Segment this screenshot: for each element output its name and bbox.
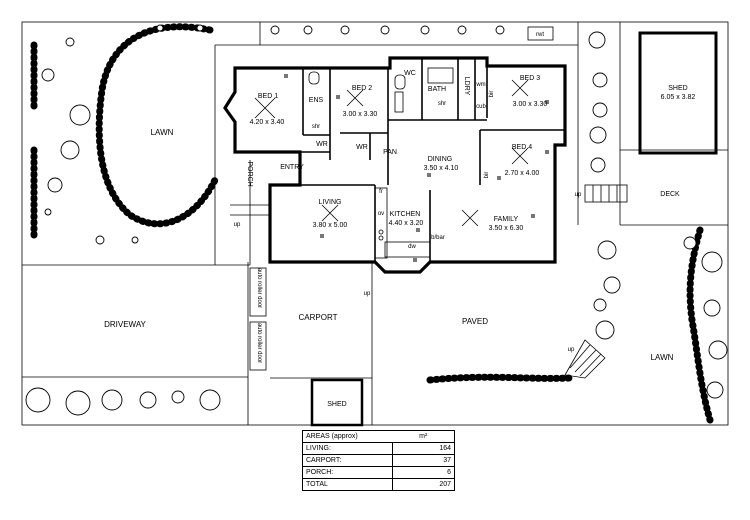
living-name: LIVING	[319, 199, 342, 206]
shed-large-name: SHED	[668, 85, 687, 92]
bir2-label: bir	[484, 172, 490, 179]
living-size: 3.80 x 5.00	[313, 222, 348, 229]
wm-label: wm	[475, 82, 485, 88]
trees	[25, 24, 728, 416]
pan-label: PAN	[383, 149, 397, 156]
up-label-3: up	[575, 192, 582, 198]
deck-label: DECK	[660, 191, 680, 198]
family-size: 3.50 x 6.30	[489, 225, 524, 232]
areas-row-porch: PORCH: 6	[302, 466, 455, 479]
areas-total-label: TOTAL	[302, 478, 393, 491]
roller-doors	[249, 267, 267, 371]
site-lines	[22, 22, 728, 425]
lawn-right-label: LAWN	[651, 353, 674, 362]
hedge-lawn-left	[95, 23, 219, 228]
areas-heading: AREAS (approx)	[306, 433, 358, 440]
areas-row-value: 6	[392, 466, 455, 479]
roller-door-2-label: auto roller door	[256, 323, 262, 363]
dining-size: 3.50 x 4.10	[424, 165, 459, 172]
porch-label: PORCH	[246, 161, 253, 186]
kitchen-size: 4.40 x 3.20	[389, 220, 424, 227]
family-name: FAMILY	[494, 216, 519, 223]
lawn-left-label: LAWN	[151, 128, 174, 137]
room-markers	[254, 74, 549, 262]
rainwater-tank	[527, 26, 554, 41]
paved-label: PAVED	[462, 317, 488, 326]
areas-row-label: PORCH:	[302, 466, 393, 479]
fixtures	[308, 67, 454, 113]
ens-label: ENS	[309, 97, 324, 104]
shr1-label: shr	[312, 124, 320, 130]
wc-label: WC	[404, 70, 416, 77]
roller-door-1-label: auto roller door	[256, 268, 262, 308]
bath-label: BATH	[428, 86, 446, 93]
up-label-1: up	[234, 222, 241, 228]
bbar-label: b/bar	[431, 235, 445, 241]
site-boundary	[21, 21, 729, 426]
up-label-4: up	[568, 347, 575, 353]
up-label-2: up	[364, 291, 371, 297]
wr1-label: WR	[316, 141, 328, 148]
entry-label: ENTRY	[280, 164, 304, 171]
bed3-name: BED 3	[520, 75, 540, 82]
areas-row-label: CARPORT:	[302, 454, 393, 467]
bed2-name: BED 2	[352, 85, 372, 92]
bed1-name: BED 1	[258, 93, 278, 100]
areas-header-row: AREAS (approx) m²	[303, 431, 455, 443]
rwt-label: rwt	[536, 32, 544, 38]
dining-name: DINING	[428, 156, 453, 163]
bed2-size: 3.00 x 3.30	[343, 111, 378, 118]
shed-large	[638, 31, 718, 155]
kitchen-name: KITCHEN	[390, 211, 421, 218]
areas-row-total: TOTAL 207	[302, 478, 455, 491]
ov-label: ov	[378, 211, 384, 217]
areas-row-value: 37	[392, 454, 455, 467]
cub-label: cub	[476, 104, 486, 110]
areas-unit: m²	[419, 433, 428, 440]
house-exterior-wall	[223, 56, 567, 274]
shr2-label: shr	[438, 101, 446, 107]
wr2-label: WR	[356, 144, 368, 151]
areas-table: AREAS (approx) m² LIVING: 164 CARPORT: 3…	[302, 430, 455, 491]
bed3-size: 3.00 x 3.30	[513, 101, 548, 108]
dw-label: dw	[408, 244, 416, 250]
kitchen-counters	[374, 187, 431, 259]
areas-row-living: LIVING: 164	[302, 442, 455, 455]
shed-small	[310, 378, 364, 427]
driveway-label: DRIVEWAY	[104, 320, 146, 329]
bed1-size: 4.20 x 3.40	[250, 119, 285, 126]
bed4-size: 2.70 x 4.00	[505, 170, 540, 177]
carport-label: CARPORT	[299, 313, 338, 322]
areas-row-value: 164	[392, 442, 455, 455]
fr-label: fr	[379, 189, 383, 195]
areas-row-carport: CARPORT: 37	[302, 454, 455, 467]
shed-small-name: SHED	[327, 401, 346, 408]
areas-row-label: LIVING:	[302, 442, 393, 455]
shed-large-size: 6.05 x 3.82	[661, 94, 696, 101]
bed4-name: BED 4	[512, 144, 532, 151]
deck-steps	[564, 184, 628, 379]
bir1-label: bir	[489, 91, 495, 98]
areas-total-value: 207	[392, 478, 455, 491]
ldry-label: LDRY	[463, 77, 470, 96]
